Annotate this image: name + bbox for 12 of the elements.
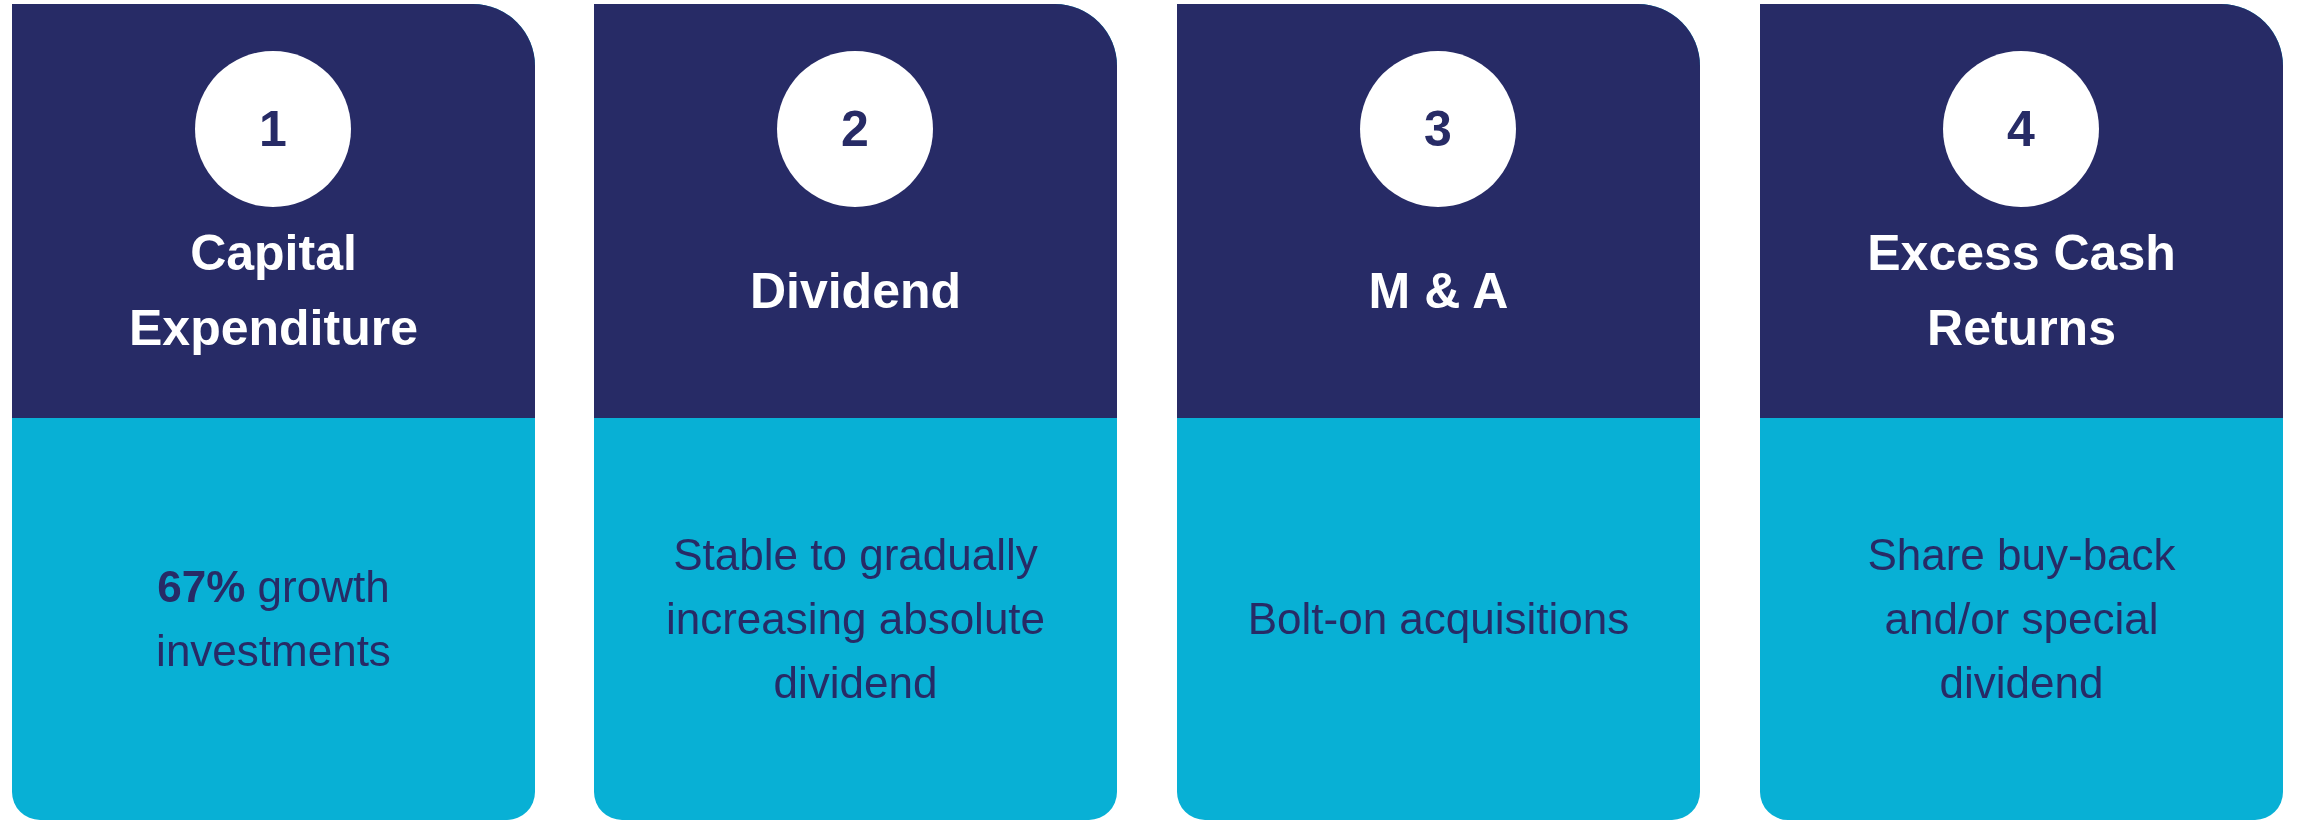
card-description: Bolt-on acquisitions (1247, 593, 1630, 646)
card-heading: M & A (1368, 261, 1509, 321)
option-card (1760, 4, 2283, 820)
option-card (1177, 4, 1700, 820)
card-heading: Dividend (749, 261, 962, 321)
card-description: 67% growth investments (155, 561, 392, 677)
card-description: Share buy-back and/or special dividend (1866, 529, 2177, 709)
option-card (594, 4, 1117, 820)
option-card (12, 4, 535, 820)
card-description: Stable to gradually increasing absolute dividend (664, 529, 1047, 709)
card-heading: Capital Expenditure (128, 224, 419, 358)
card-heading: Excess Cash Returns (1866, 224, 2177, 358)
